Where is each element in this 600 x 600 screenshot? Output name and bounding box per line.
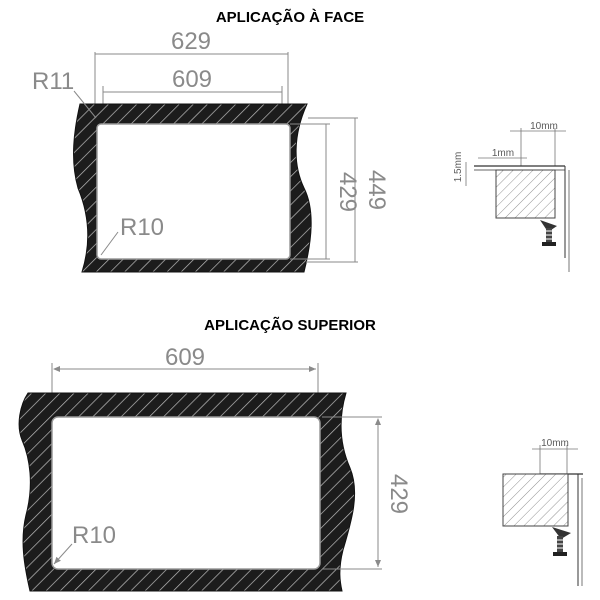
top-sink-opening [51,416,321,570]
face-section-detail: 10mm 1mm 1.5mm [453,121,570,272]
dimension-face-height-inner: 429 [290,123,361,260]
face-detail-clip [540,220,557,232]
top-title: APLICAÇÃO SUPERIOR [204,316,376,334]
dimension-face-width-inner: 609 [102,66,283,118]
face-radius-outer-label: R11 [32,68,74,95]
section-top: APLICAÇÃO SUPERIOR 609 R10 429 [18,316,583,592]
face-detail-thickness-label: 1.5mm [453,152,464,183]
face-width-outer-label: 629 [171,28,211,55]
top-detail-lip-label: 10mm [541,438,569,449]
face-detail-countertop-block [495,169,556,219]
face-height-outer-label: 449 [363,170,390,210]
top-detail-countertop-block [502,473,569,527]
top-radius: R10 [53,522,116,565]
dimension-top-height: 429 [322,416,412,570]
top-height-label: 429 [385,474,412,514]
face-sink-opening [96,123,291,260]
face-detail-lip-label: 10mm [530,121,558,132]
top-width-label: 609 [165,344,205,371]
face-height-inner-label: 429 [334,172,361,212]
face-title: APLICAÇÃO À FACE [216,8,364,26]
section-face: APLICAÇÃO À FACE 629 609 R11 R10 [32,8,570,273]
dimension-face-height-outer: 449 [306,117,390,263]
top-section-detail: 10mm [502,438,583,586]
top-detail-clip [552,527,571,539]
face-radius-inner-label: R10 [120,214,164,241]
face-radius-outer: R11 [32,68,97,119]
face-width-inner-label: 609 [172,66,212,93]
dimension-top-width: 609 [51,344,319,415]
dimension-face-width-outer: 629 [94,28,289,104]
face-detail-screw-icon [542,228,556,246]
face-detail-overlap-label: 1mm [492,148,514,159]
top-radius-label: R10 [72,522,116,549]
face-radius-inner: R10 [100,214,164,256]
top-detail-screw-icon [553,536,567,556]
